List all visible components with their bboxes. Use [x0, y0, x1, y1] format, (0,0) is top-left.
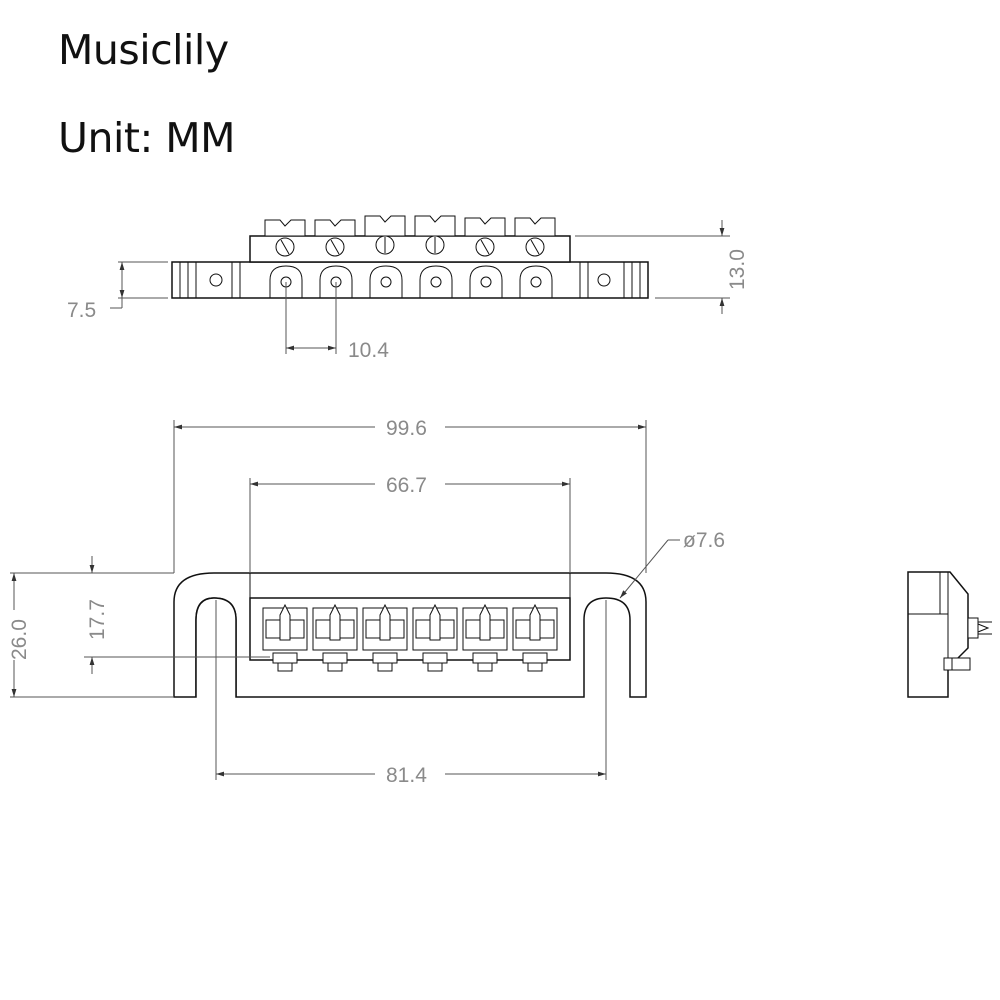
dimension-slot-depth: 17.7 — [84, 556, 270, 674]
dim-label-diameter: ø7.6 — [683, 529, 725, 552]
dim-label-13-0: 13.0 — [726, 249, 749, 290]
plan-view — [173, 572, 647, 698]
front-view — [171, 215, 649, 299]
saddle-arches — [269, 265, 553, 298]
dim-label-66-7: 66.7 — [386, 474, 427, 497]
dimension-slot-diameter: ø7.6 — [619, 529, 725, 599]
dimension-top-height-right: 13.0 — [575, 220, 749, 314]
saddle-block — [249, 235, 571, 263]
side-view — [907, 571, 992, 698]
dimension-saddle-spacing: 10.4 — [285, 282, 389, 362]
dim-label-99-6: 99.6 — [386, 417, 427, 440]
dimension-saddle-span: 66.7 — [249, 474, 571, 573]
dimension-top-height-left: 7.5 — [67, 261, 168, 322]
saddles — [262, 603, 558, 672]
mount-hole-right — [597, 273, 611, 287]
dim-label-10-4: 10.4 — [348, 339, 389, 362]
dimension-overall-width: 99.6 — [173, 417, 647, 573]
dim-label-17-7: 17.7 — [86, 599, 109, 640]
saddle-tops — [264, 215, 556, 257]
base-bar — [171, 261, 649, 299]
mount-hole-left — [209, 273, 223, 287]
dim-label-81-4: 81.4 — [386, 764, 427, 787]
brand-title: Musiclily — [58, 26, 229, 74]
dim-label-7-5: 7.5 — [67, 299, 96, 322]
dimension-slot-spacing: 81.4 — [215, 600, 607, 787]
dim-label-26-0: 26.0 — [8, 619, 31, 660]
unit-label: Unit: MM — [58, 114, 236, 162]
